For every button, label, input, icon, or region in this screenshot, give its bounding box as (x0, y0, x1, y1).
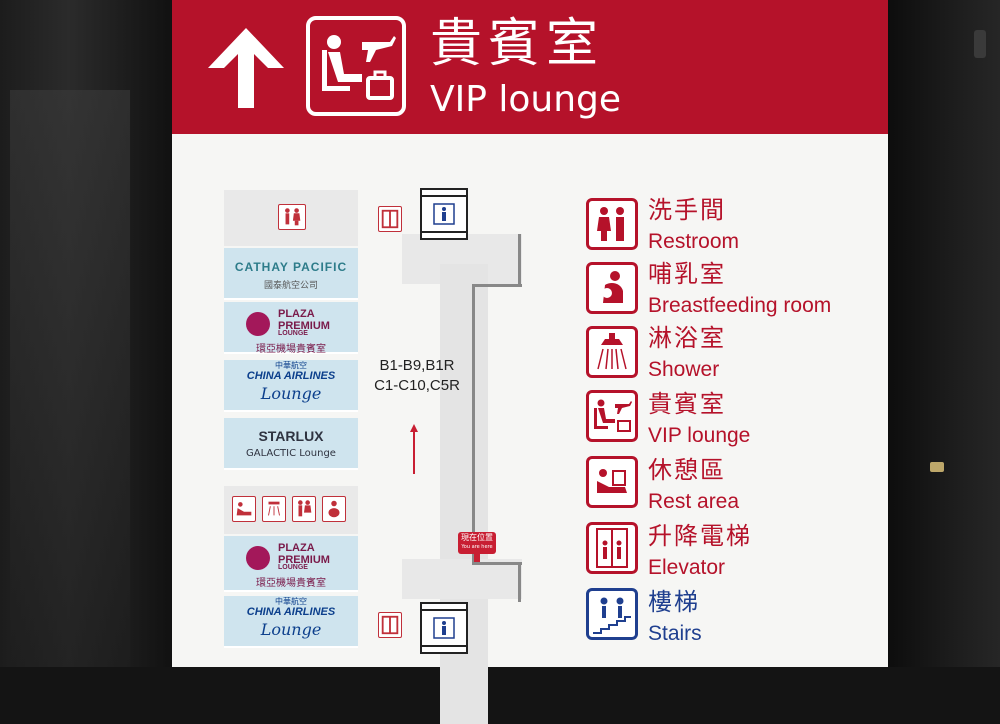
starlux-lounge: STARLUX GALACTIC Lounge (224, 418, 358, 470)
header-title-en: VIP lounge (430, 79, 622, 120)
gate-numbers: B1-B9,B1R C1-C10,C5R (362, 356, 472, 396)
wall-panel (10, 90, 130, 667)
lounge-subname: 環亞機場貴賓室 (256, 578, 326, 589)
legend-breastfeeding-zh: 哺乳室 (648, 260, 726, 288)
rest-area-icon (586, 456, 638, 508)
right-wall (888, 0, 1000, 667)
elevator-icon (586, 522, 638, 574)
floor-map: CATHAY PACIFIC 國泰航空公司 PLAZA PREMIUM LOUN… (172, 134, 572, 724)
lounge-subname: GALACTIC Lounge (246, 448, 336, 459)
vip-lounge-sign: 貴賓室 VIP lounge CATHAY PACIFIC 國泰航空公司 PLA… (172, 0, 888, 724)
left-wall (0, 0, 172, 667)
lounge-subname: 環亞機場貴賓室 (256, 344, 326, 355)
plaza-premium-logo-icon (246, 546, 270, 570)
lounge-subname: Lounge (260, 620, 322, 639)
vip-lounge-icon (586, 390, 638, 442)
legend-stairs-zh: 樓梯 (648, 588, 700, 616)
plaza-premium-lounge: PLAZA PREMIUM LOUNGE 環亞機場貴賓室 (224, 302, 358, 355)
lounge-name-suffix: LOUNGE (278, 564, 308, 571)
lounge-subname: 國泰航空公司 (263, 281, 318, 291)
direction-arrow-icon (410, 424, 418, 474)
china-airlines-lounge: 中華航空 CHINA AIRLINES Lounge (224, 360, 358, 412)
lounge-name: CHINA AIRLINES (246, 606, 336, 618)
corridor-edge (472, 284, 522, 287)
you-are-here-marker: 現在位置 You are here (458, 532, 496, 554)
plaza-premium-logo-icon (246, 312, 270, 336)
lounge-name: PLAZA PREMIUM (278, 542, 330, 566)
lounge-subname: Lounge (260, 384, 322, 403)
gate-line-1: B1-B9,B1R (379, 357, 455, 374)
corridor-edge (472, 562, 522, 565)
legend-vip-lounge-zh: 貴賓室 (648, 390, 726, 418)
you-are-here-zh: 現在位置 (461, 533, 493, 542)
vip-lounge-icon (306, 16, 406, 116)
legend-shower-zh: 淋浴室 (648, 324, 726, 352)
map-stairs-block (420, 602, 468, 654)
legend-rest-area-zh: 休憩區 (648, 456, 726, 484)
map-stairs-block (420, 188, 468, 240)
corridor-edge (518, 234, 521, 286)
lounge-name: STARLUX (258, 428, 324, 444)
map-elevator-icon (378, 206, 402, 232)
plaza-premium-lounge-2: PLAZA PREMIUM LOUNGE 環亞機場貴賓室 (224, 536, 358, 592)
lounge-name-suffix: LOUNGE (278, 330, 308, 337)
lounge-name: PLAZA PREMIUM (278, 308, 330, 332)
up-arrow-icon (208, 28, 284, 108)
map-restroom-icon (278, 204, 306, 230)
map-elevator-icon (378, 612, 402, 638)
lounge-name: CATHAY PACIFIC (234, 260, 348, 274)
gate-line-2: C1-C10,C5R (374, 377, 460, 394)
map-shower-icon (262, 496, 286, 522)
lounge-name: CHINA AIRLINES (246, 370, 336, 382)
wall-tag (930, 462, 944, 472)
legend-stairs-en: Stairs (648, 622, 702, 645)
corridor-edge (518, 562, 521, 602)
wall-bolt (974, 30, 986, 58)
legend-restroom-en: Restroom (648, 230, 740, 253)
legend-restroom-zh: 洗手間 (648, 196, 726, 224)
sign-header: 貴賓室 VIP lounge (172, 0, 888, 134)
map-rest-area-icon (232, 496, 256, 522)
legend-breastfeeding-en: Breastfeeding room (648, 294, 832, 317)
china-airlines-lounge-2: 中華航空 CHINA AIRLINES Lounge (224, 596, 358, 648)
header-title-zh: 貴賓室 (430, 14, 605, 74)
corridor-edge (472, 284, 475, 564)
you-are-here-pin (474, 554, 480, 562)
map-restroom-icon (292, 496, 316, 522)
stairs-icon (586, 588, 638, 640)
restroom-icon (586, 198, 638, 250)
corridor-bottom (402, 559, 522, 599)
legend-rest-area-en: Rest area (648, 490, 740, 513)
legend-elevator-en: Elevator (648, 556, 726, 579)
legend-vip-lounge-en: VIP lounge (648, 424, 751, 447)
legend-shower-en: Shower (648, 358, 720, 381)
lounge-name-zh: 中華航空 (275, 361, 307, 370)
cathay-pacific-lounge: CATHAY PACIFIC 國泰航空公司 (224, 248, 358, 300)
lounge-name-zh: 中華航空 (275, 597, 307, 606)
you-are-here-en: You are here (461, 544, 493, 550)
legend-elevator-zh: 升降電梯 (648, 522, 752, 550)
map-breastfeeding-icon (322, 496, 346, 522)
breastfeeding-icon (586, 262, 638, 314)
shower-icon (586, 326, 638, 378)
